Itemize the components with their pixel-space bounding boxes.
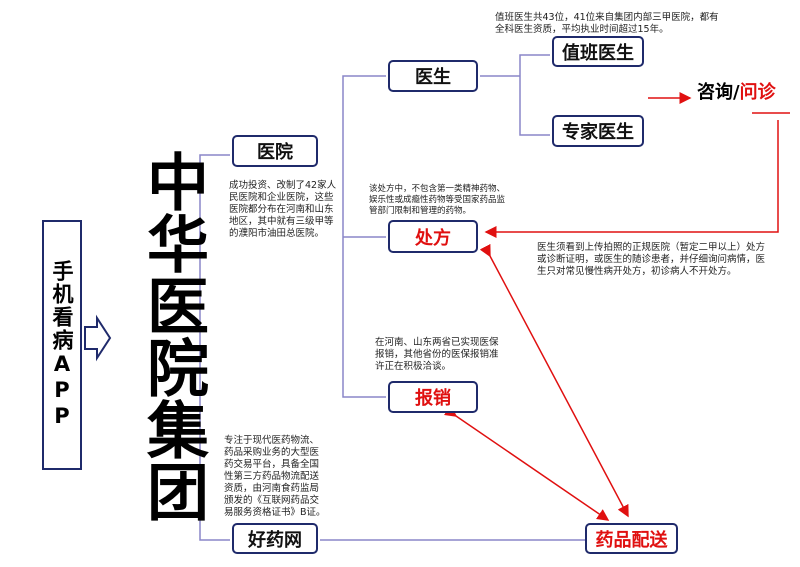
node-doctor: 医生: [388, 60, 478, 92]
note-prescription: 该处方中，不包含第一类精神药物、娱乐性或成瘾性药物等受国家药品监管部门限制和管理…: [369, 184, 506, 216]
hollow-arrow-icon: [84, 314, 112, 362]
bracket-group: [199, 154, 230, 541]
consult-label: 咨询/问诊: [697, 78, 776, 104]
consult-text: 咨询/: [697, 82, 740, 103]
node-expert-doctor: 专家医生: [552, 115, 644, 147]
reimburse-delivery-arrow: [443, 405, 610, 521]
node-reimburse: 报销: [388, 381, 478, 413]
note-prescription-rule: 医生须看到上传拍照的正规医院（暂定二甲以上）处方或诊断证明，或医生的随诊患者，并…: [537, 242, 766, 277]
note-reimburse: 在河南、山东两省已实现医保报销，其他省份的医保报销准许正在积极洽谈。: [375, 337, 499, 372]
bracket-hospital: [342, 75, 386, 398]
prescription-delivery-arrow: [479, 243, 629, 518]
note-haoyaowang: 专注于现代医药物流、药品采购业务的大型医药交易平台，具备全国性第三方药品物流配送…: [224, 435, 326, 518]
node-haoyaowang: 好药网: [232, 523, 318, 554]
node-duty-doctor: 值班医生: [552, 36, 644, 67]
node-hospital: 医院: [232, 135, 318, 167]
app-label: 手机看病APP: [42, 220, 82, 470]
group-title: 中华医院集团: [136, 150, 209, 522]
inquiry-text: 问诊: [739, 82, 776, 103]
note-duty-doctor: 值班医生共43位，41位来自集团内部三甲医院，都有全科医生资质，平均执业时间超过…: [495, 12, 719, 35]
bracket-doctor: [480, 54, 550, 136]
node-prescription: 处方: [388, 220, 478, 253]
consult-to-prescription-arrow: [486, 112, 790, 232]
node-delivery: 药品配送: [585, 523, 678, 554]
note-hospital: 成功投资、改制了42家人民医院和企业医院，这些医院都分布在河南和山东地区，其中就…: [229, 180, 337, 239]
